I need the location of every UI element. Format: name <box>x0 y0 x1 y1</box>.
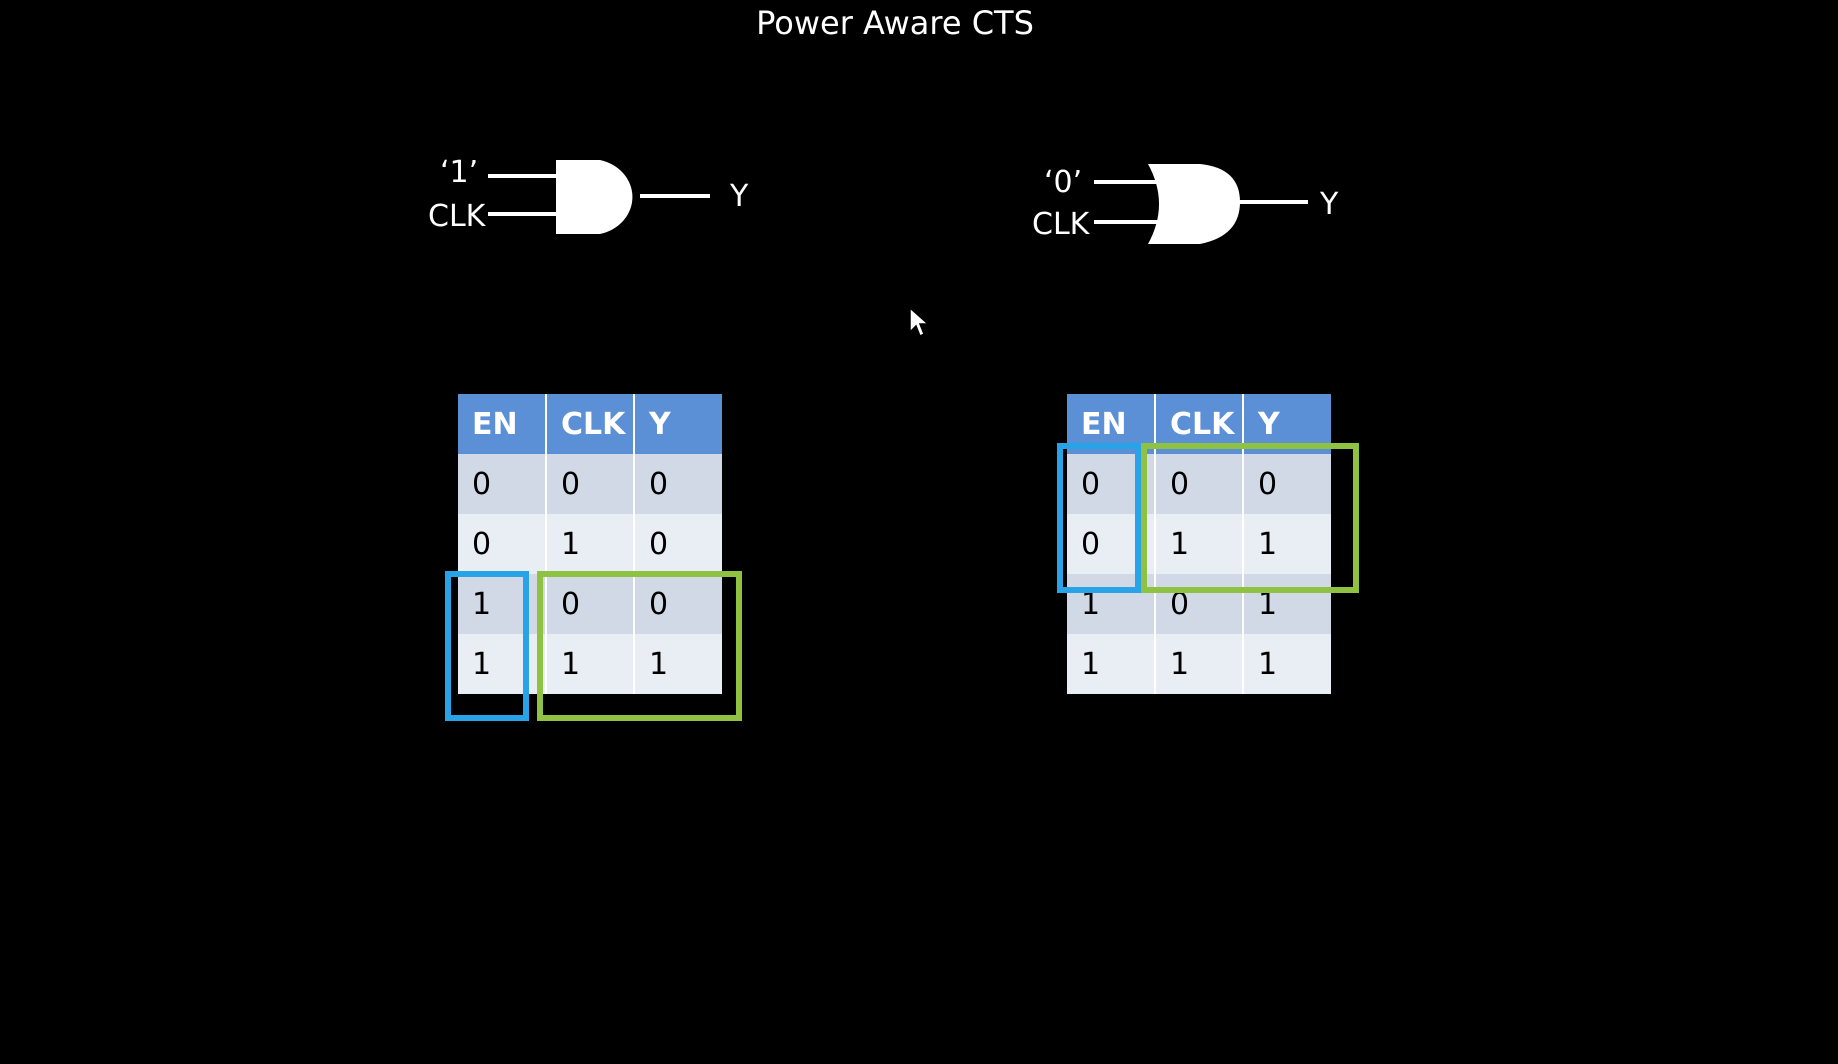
cell-clk: 0 <box>1155 574 1244 634</box>
or-input-enable-label: ‘0’ <box>1044 165 1082 200</box>
left-clock-output-highlight <box>537 571 742 721</box>
table-row: 1 1 1 <box>458 634 722 694</box>
cell-y: 1 <box>1243 574 1331 634</box>
and-gate-icon <box>488 160 710 234</box>
or-gate-icon <box>1094 164 1308 244</box>
right-enable-highlight <box>1057 443 1141 593</box>
cell-y: 1 <box>634 634 722 694</box>
cell-y: 0 <box>634 514 722 574</box>
page-title: Power Aware CTS <box>756 4 1034 42</box>
cell-y: 0 <box>1243 454 1331 514</box>
table-header-row: EN CLK Y <box>458 394 722 454</box>
cell-clk: 1 <box>1155 514 1244 574</box>
cell-en: 1 <box>458 634 547 694</box>
or-output-label: Y <box>1319 187 1339 222</box>
cell-en: 1 <box>1067 574 1156 634</box>
cell-clk: 0 <box>546 574 635 634</box>
and-input-enable-label: ‘1’ <box>440 155 478 190</box>
and-input-clk-label: CLK <box>428 199 487 234</box>
cell-en: 0 <box>458 514 547 574</box>
cell-clk: 1 <box>546 634 635 694</box>
and-output-label: Y <box>729 179 749 214</box>
cell-y: 1 <box>1243 634 1331 694</box>
cell-y: 0 <box>634 454 722 514</box>
cell-y: 1 <box>1243 514 1331 574</box>
table-row: 0 1 0 <box>458 514 722 574</box>
and-truth-table: EN CLK Y 0 0 0 0 1 0 1 0 0 1 1 1 <box>458 394 722 694</box>
cell-y: 0 <box>634 574 722 634</box>
table-row: 1 0 0 <box>458 574 722 634</box>
table-row: 1 0 1 <box>1067 574 1331 634</box>
table-row: 0 0 0 <box>458 454 722 514</box>
left-enable-highlight <box>445 571 529 721</box>
or-input-clk-label: CLK <box>1032 207 1091 242</box>
arrow-cursor-icon <box>909 306 930 338</box>
table-row: 1 1 1 <box>1067 634 1331 694</box>
cell-en: 1 <box>458 574 547 634</box>
right-clock-output-highlight <box>1141 443 1359 593</box>
column-header-clk: CLK <box>546 394 635 454</box>
cell-clk: 1 <box>1155 634 1244 694</box>
cell-clk: 1 <box>546 514 635 574</box>
cell-clk: 0 <box>1155 454 1244 514</box>
column-header-y: Y <box>634 394 722 454</box>
cell-clk: 0 <box>546 454 635 514</box>
cell-en: 0 <box>458 454 547 514</box>
column-header-en: EN <box>458 394 547 454</box>
cell-en: 1 <box>1067 634 1156 694</box>
